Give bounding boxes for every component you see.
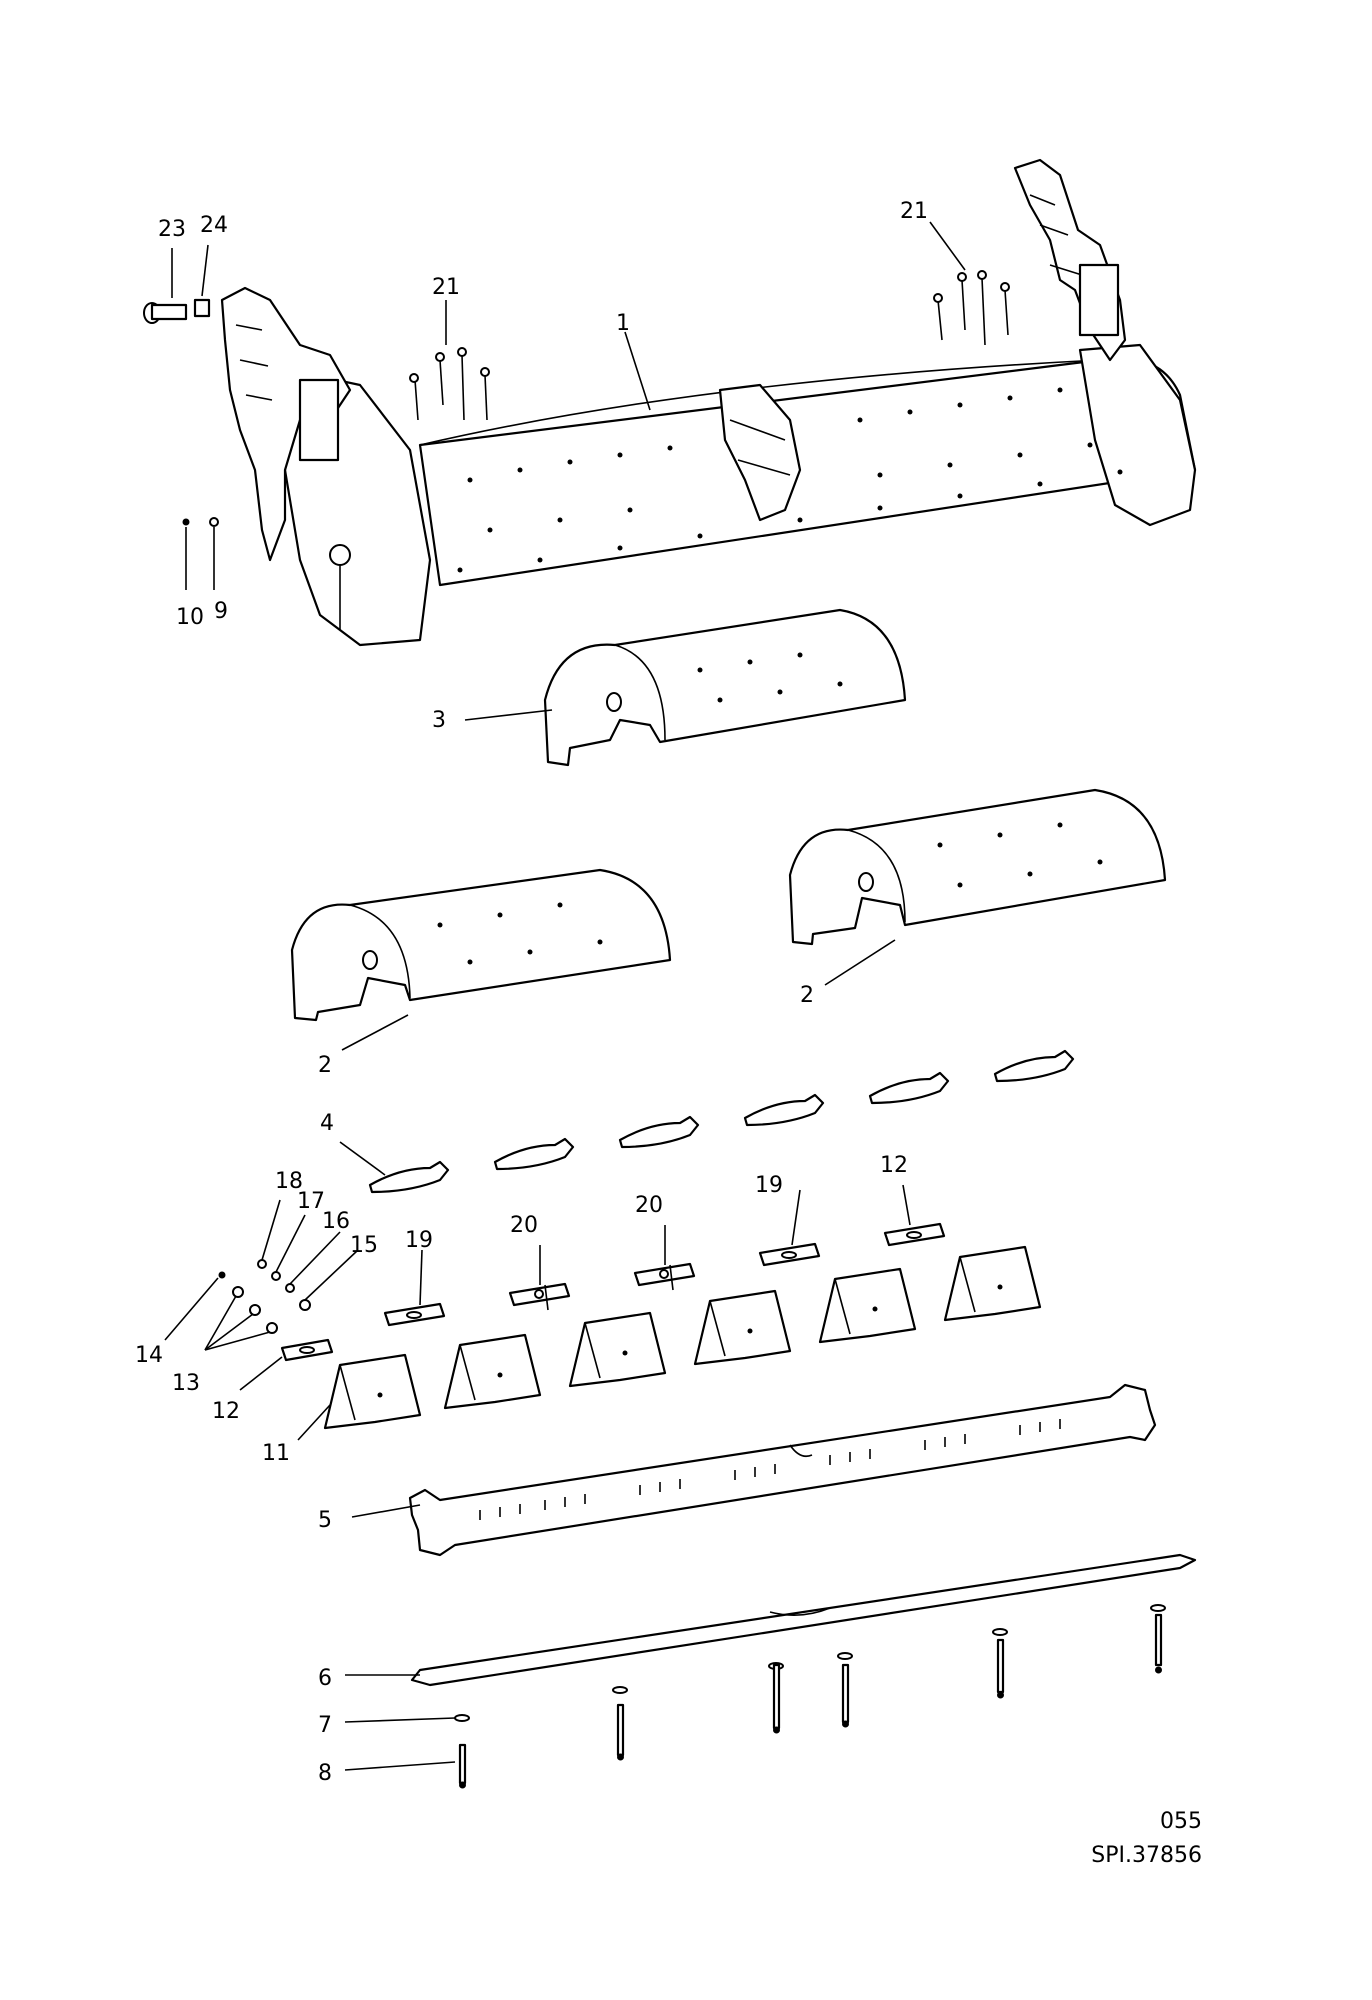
- part-9-washer: [209, 517, 219, 527]
- callout-11: 11: [262, 1441, 290, 1466]
- leader-lines: [164, 221, 966, 1771]
- callout-16: 16: [322, 1209, 350, 1234]
- callout-23: 23: [158, 217, 186, 242]
- drawing-reference: 055 SPI.37856: [1091, 1809, 1202, 1868]
- callout-3: 3: [432, 708, 446, 733]
- callout-10: 10: [176, 605, 204, 630]
- part-19-plate-2: [758, 1242, 821, 1267]
- housing-bolt-holes: [457, 387, 1123, 573]
- part-24-bushing: [193, 298, 211, 318]
- callout-2-right: 2: [800, 983, 814, 1008]
- callout-14: 14: [135, 1343, 163, 1368]
- part-23-pin: [143, 302, 188, 324]
- callout-20-1: 20: [510, 1213, 538, 1238]
- part-21-bolts-right: [933, 270, 1010, 346]
- part-20-plate-2: [633, 1262, 696, 1291]
- part-8-bolts: [458, 1613, 1163, 1789]
- part-21-bolts-left: [409, 347, 490, 421]
- part-3-shroud: [543, 608, 907, 767]
- part-4-paddles: [368, 1049, 1075, 1194]
- callout-19-1: 19: [405, 1228, 433, 1253]
- part-12-plate-right: [883, 1222, 946, 1247]
- callout-1: 1: [616, 311, 630, 336]
- part-5-flat-bar: [408, 1383, 1157, 1557]
- callout-18: 18: [275, 1169, 303, 1194]
- part-1-main-housing: [220, 158, 1197, 647]
- callout-4: 4: [320, 1111, 334, 1136]
- callout-9: 9: [214, 599, 228, 624]
- parts-13-18-hardware: [218, 1259, 311, 1334]
- callout-13: 13: [172, 1371, 200, 1396]
- callout-12-right: 12: [880, 1153, 908, 1178]
- part-19-plate-1: [383, 1302, 446, 1327]
- page-number: 055: [1160, 1809, 1202, 1834]
- callout-7: 7: [318, 1713, 332, 1738]
- callout-15: 15: [350, 1233, 378, 1258]
- callout-2-left: 2: [318, 1053, 332, 1078]
- part-2-shroud-right: [788, 788, 1167, 946]
- callout-20-2: 20: [635, 1193, 663, 1218]
- callout-5: 5: [318, 1508, 332, 1533]
- part-11-carriers: [323, 1245, 1042, 1430]
- callout-17: 17: [297, 1189, 325, 1214]
- callout-21-right: 21: [900, 199, 928, 224]
- part-6-strip: [410, 1553, 1197, 1687]
- callout-24: 24: [200, 213, 228, 238]
- callout-labels: 23 24 21 1 21 10 9 3 2 2 4 18 17 16 15 1…: [135, 199, 928, 1786]
- part-12-plate-left: [280, 1338, 334, 1362]
- drawing-code: SPI.37856: [1091, 1843, 1202, 1868]
- callout-8: 8: [318, 1761, 332, 1786]
- callout-21-left: 21: [432, 275, 460, 300]
- part-20-plate-1: [508, 1282, 571, 1311]
- callout-12-left: 12: [212, 1399, 240, 1424]
- callout-19-2: 19: [755, 1173, 783, 1198]
- part-2-shroud-left: [290, 868, 672, 1022]
- part-10-screw: [182, 518, 190, 526]
- callout-6: 6: [318, 1666, 332, 1691]
